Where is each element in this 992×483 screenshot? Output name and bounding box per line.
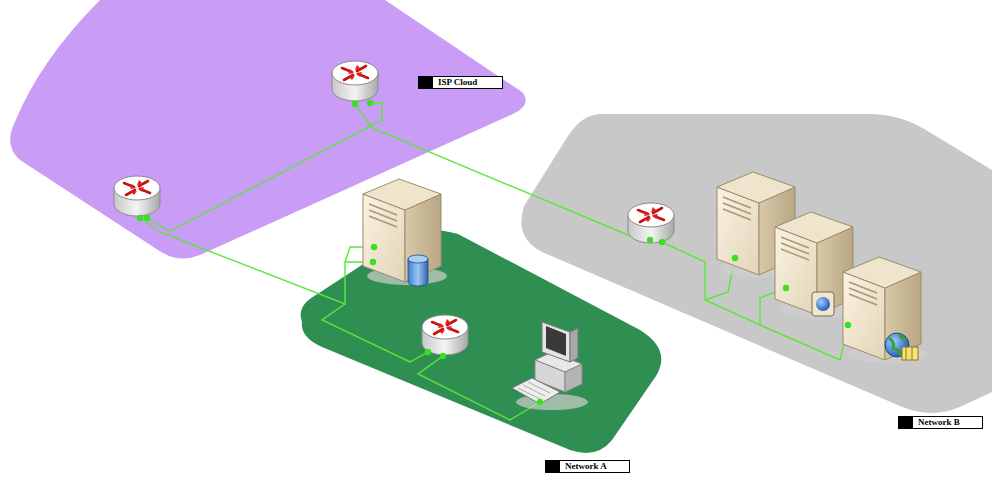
isp-link-wire (147, 103, 382, 231)
database-cylinder (408, 255, 428, 286)
band-shape (0, 0, 540, 265)
router-icon (332, 61, 378, 101)
band-tag: ISP Cloud (418, 76, 503, 89)
router-icon (114, 176, 160, 216)
tag-marker (418, 76, 432, 89)
uplink-wire-b (355, 104, 650, 240)
router-icon (422, 315, 468, 355)
port-dot (137, 100, 851, 405)
server-wire (345, 247, 374, 262)
isp-band: ISP Cloud (0, 0, 540, 265)
band-tag: Network A (545, 460, 630, 473)
server-bus-wire (760, 325, 848, 360)
server-icon (717, 172, 801, 278)
server-bus-wire (705, 288, 786, 325)
band-shape (510, 105, 992, 435)
tag-marker (898, 416, 912, 429)
lan-wire (322, 304, 428, 362)
network-wire (140, 103, 848, 420)
router-icon (628, 203, 674, 243)
web-server-icon (775, 212, 859, 318)
media-server-icon (843, 257, 927, 363)
database-server-icon (363, 179, 447, 285)
band-tag: Network B (898, 416, 983, 429)
tag-marker (545, 460, 559, 473)
band-label: ISP Cloud (432, 76, 503, 89)
band-label: Network B (912, 416, 983, 429)
workstation-icon (512, 322, 588, 410)
globe-badge (885, 333, 918, 360)
web-badge (812, 292, 834, 316)
band-outline (521, 114, 992, 413)
band-label: Network A (559, 460, 630, 473)
uplink-wire-a (140, 218, 373, 304)
band-outline (10, 0, 526, 259)
server-bus-wire (662, 242, 735, 300)
pc-wire (418, 356, 540, 420)
network-b-band: Network B (510, 105, 992, 435)
